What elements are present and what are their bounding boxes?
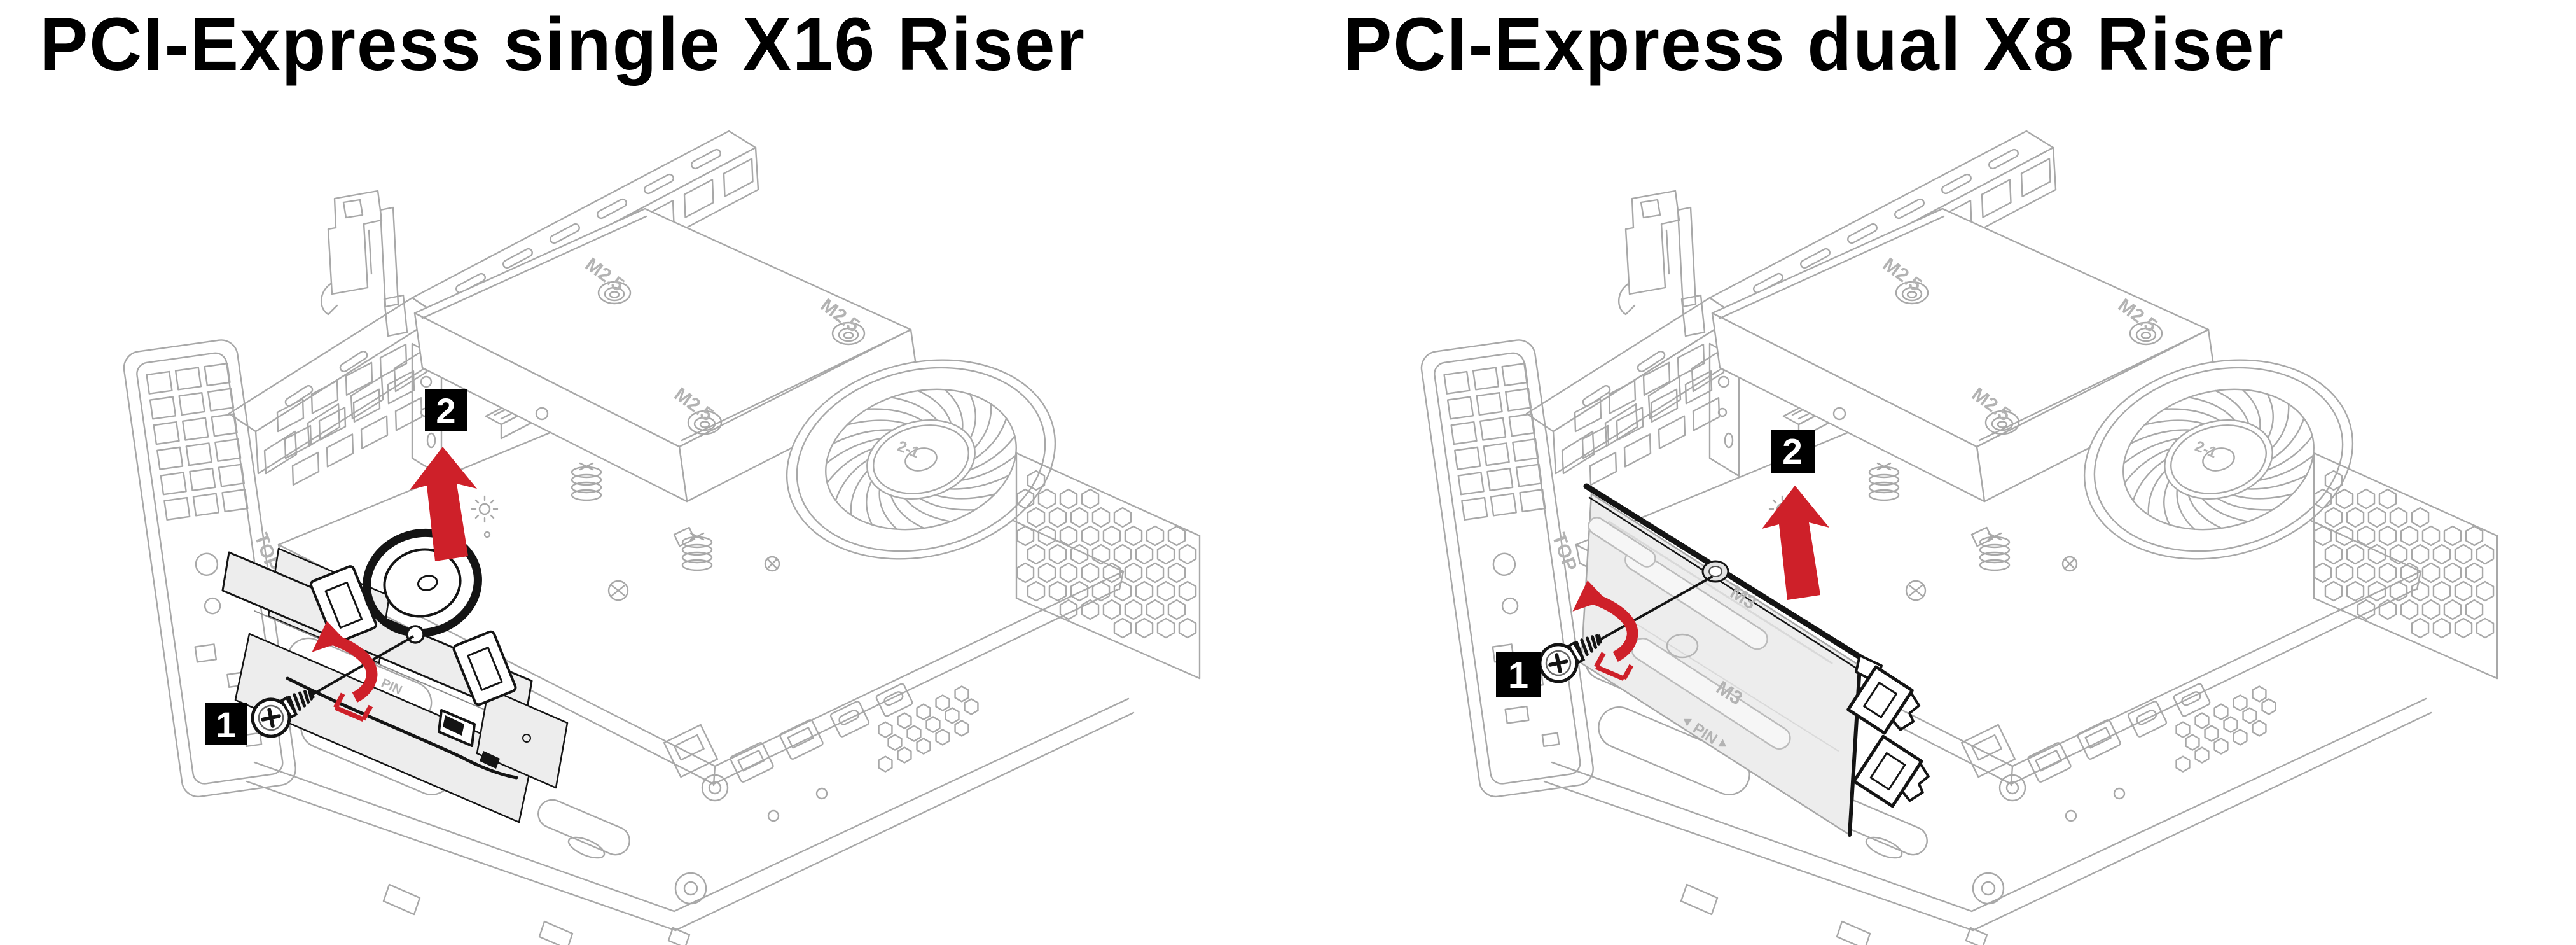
step-badge-1-number: 1 [216,704,235,745]
retention-clip [452,630,517,706]
line-art-shape [1869,752,1906,791]
step-badge-2-number: 2 [1782,431,1803,472]
line-art-shape [410,447,477,561]
step-badge-1: 1 [205,703,247,745]
line-art-shape [1762,486,1829,600]
panel-groove [1588,517,1656,568]
line-art-shape [467,647,503,691]
illustration-dual-x8: M3 M3 PIN [1418,130,2498,945]
step-badge-2: 2 [1771,430,1815,473]
line-art-shape [1496,652,1541,697]
line-art-shape [383,548,462,618]
step-badge-2: 2 [425,389,467,431]
line-art-shape [1708,566,1722,577]
riser-handle-loop [363,528,482,638]
line-art-shape [443,715,464,736]
step-badge-2-number: 2 [436,391,455,431]
illustration-single-x16: PIN 1 2 [121,130,1201,945]
step-badge-1-number: 1 [1508,655,1528,696]
line-art-shape [425,389,467,431]
line-art-shape [1608,521,1833,664]
line-art-shape [1717,739,1727,747]
line-art-shape [1863,682,1897,718]
line-art-shape [1588,517,1656,568]
line-art-shape [1852,734,1923,808]
line-art-shape [363,528,482,638]
line-art-shape [480,751,500,769]
line-art-shape [1683,718,1692,727]
screw-leader-line [311,635,414,696]
line-art-shape [324,581,363,629]
step-badge-1: 1 [1496,652,1541,697]
line-art-shape [1588,496,1862,672]
connector-latch [1852,734,1930,808]
line-art-shape [1418,130,2498,945]
line-art-shape [1901,762,1930,802]
line-art-shape [417,575,438,591]
line-art-shape [1771,430,1815,473]
riser-screw-hole [406,625,425,644]
line-art-shape [522,734,531,743]
line-art-shape [121,130,1201,945]
riser-single-x16: PIN [221,528,569,823]
connector-latch [1846,665,1921,735]
line-art-shape [205,703,247,745]
line-art-shape [1846,665,1914,735]
line-art-shape [1615,610,1839,752]
title-right: PCI-Express dual X8 Riser [1343,3,2285,87]
title-left: PCI-Express single X16 Riser [39,3,1086,87]
cable-line [286,676,518,780]
line-art-shape [234,633,534,823]
line-art-shape [1891,691,1921,731]
riser-dual-x8: M3 M3 PIN [1580,483,1930,837]
riser-standoff [1701,560,1729,583]
line-art-shape [452,630,517,706]
finger-hole [1666,633,1699,659]
line-art-shape [254,610,522,726]
screw-leader-line [1598,575,1713,641]
